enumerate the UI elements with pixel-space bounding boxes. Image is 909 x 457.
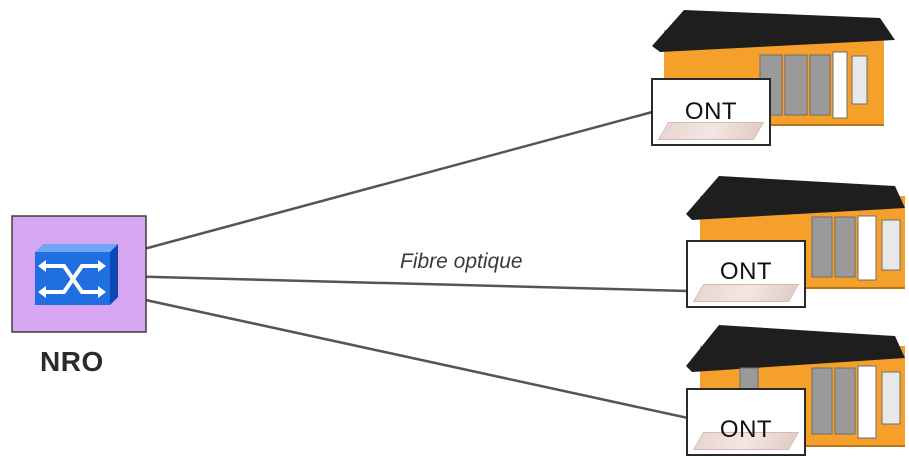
ont-label: ONT [684, 98, 738, 125]
fibre-link-3 [117, 292, 689, 420]
fibre-link-1 [117, 109, 657, 258]
network-switch-icon [35, 244, 118, 305]
ont-label: ONT [719, 416, 773, 443]
nro-node [11, 215, 147, 333]
fibre-label: Fibre optique [400, 250, 523, 273]
ont-box: ONT [686, 240, 806, 308]
ont-box: ONT [651, 78, 771, 146]
house-icon-1 [652, 10, 895, 126]
ont-label: ONT [719, 258, 773, 285]
nro-label: NRO [40, 346, 104, 377]
fibre-link-2 [117, 274, 689, 293]
ont-floor [692, 284, 800, 302]
ont-box: ONT [686, 388, 806, 456]
